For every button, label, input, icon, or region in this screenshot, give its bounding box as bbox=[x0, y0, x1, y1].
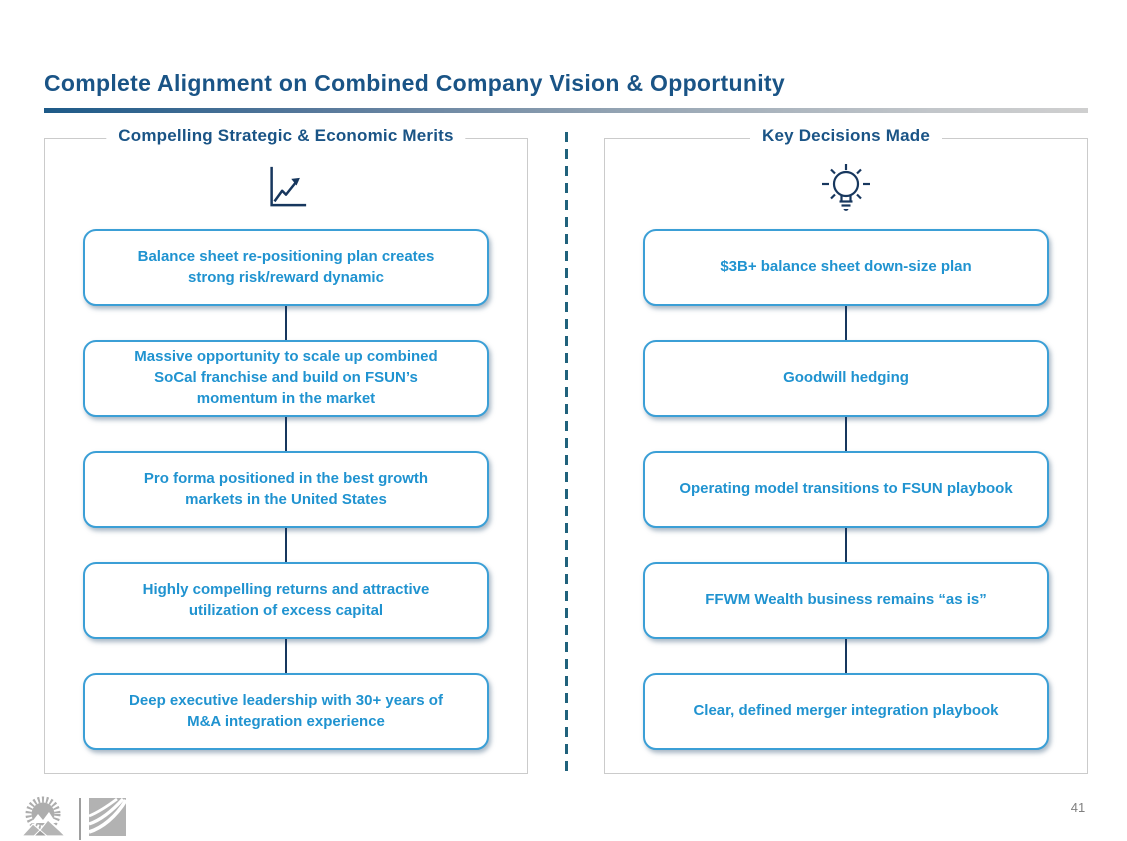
sunburst-mountains-logo bbox=[14, 795, 72, 841]
decision-box-2: Goodwill hedging bbox=[643, 340, 1049, 417]
merit-box-5: Deep executive leadership with 30+ years… bbox=[83, 673, 489, 750]
panel-strategic-merits: Compelling Strategic & Economic Merits B… bbox=[44, 126, 528, 774]
merit-box-1: Balance sheet re-positioning plan create… bbox=[83, 229, 489, 306]
connector-line bbox=[845, 306, 847, 340]
merit-box-4: Highly compelling returns and attractive… bbox=[83, 562, 489, 639]
page-title: Complete Alignment on Combined Company V… bbox=[44, 70, 785, 96]
merit-box-2: Massive opportunity to scale up combined… bbox=[83, 340, 489, 417]
swoosh-square-logo bbox=[88, 795, 128, 841]
lightbulb-icon bbox=[820, 163, 872, 224]
connector-line bbox=[845, 417, 847, 451]
panel-header-key-decisions: Key Decisions Made bbox=[750, 126, 942, 146]
panel-header-strategic-merits: Compelling Strategic & Economic Merits bbox=[106, 126, 466, 146]
dashed-column-divider bbox=[565, 132, 568, 774]
connector-line bbox=[285, 639, 287, 673]
panel-key-decisions: Key Decisions Made $3B+ balance sheet do… bbox=[604, 126, 1088, 774]
decision-box-3: Operating model transitions to FSUN play… bbox=[643, 451, 1049, 528]
connector-line bbox=[845, 528, 847, 562]
page-number: 41 bbox=[1070, 800, 1086, 815]
line-chart-icon bbox=[263, 163, 309, 214]
connector-line bbox=[845, 639, 847, 673]
decision-box-4: FFWM Wealth business remains “as is” bbox=[643, 562, 1049, 639]
decision-box-1: $3B+ balance sheet down-size plan bbox=[643, 229, 1049, 306]
merit-box-3: Pro forma positioned in the best growth … bbox=[83, 451, 489, 528]
connector-line bbox=[285, 528, 287, 562]
title-underline-rule bbox=[44, 108, 1088, 113]
logo-separator bbox=[79, 798, 81, 840]
connector-line bbox=[285, 306, 287, 340]
connector-line bbox=[285, 417, 287, 451]
decision-box-5: Clear, defined merger integration playbo… bbox=[643, 673, 1049, 750]
footer-logos bbox=[14, 795, 128, 841]
